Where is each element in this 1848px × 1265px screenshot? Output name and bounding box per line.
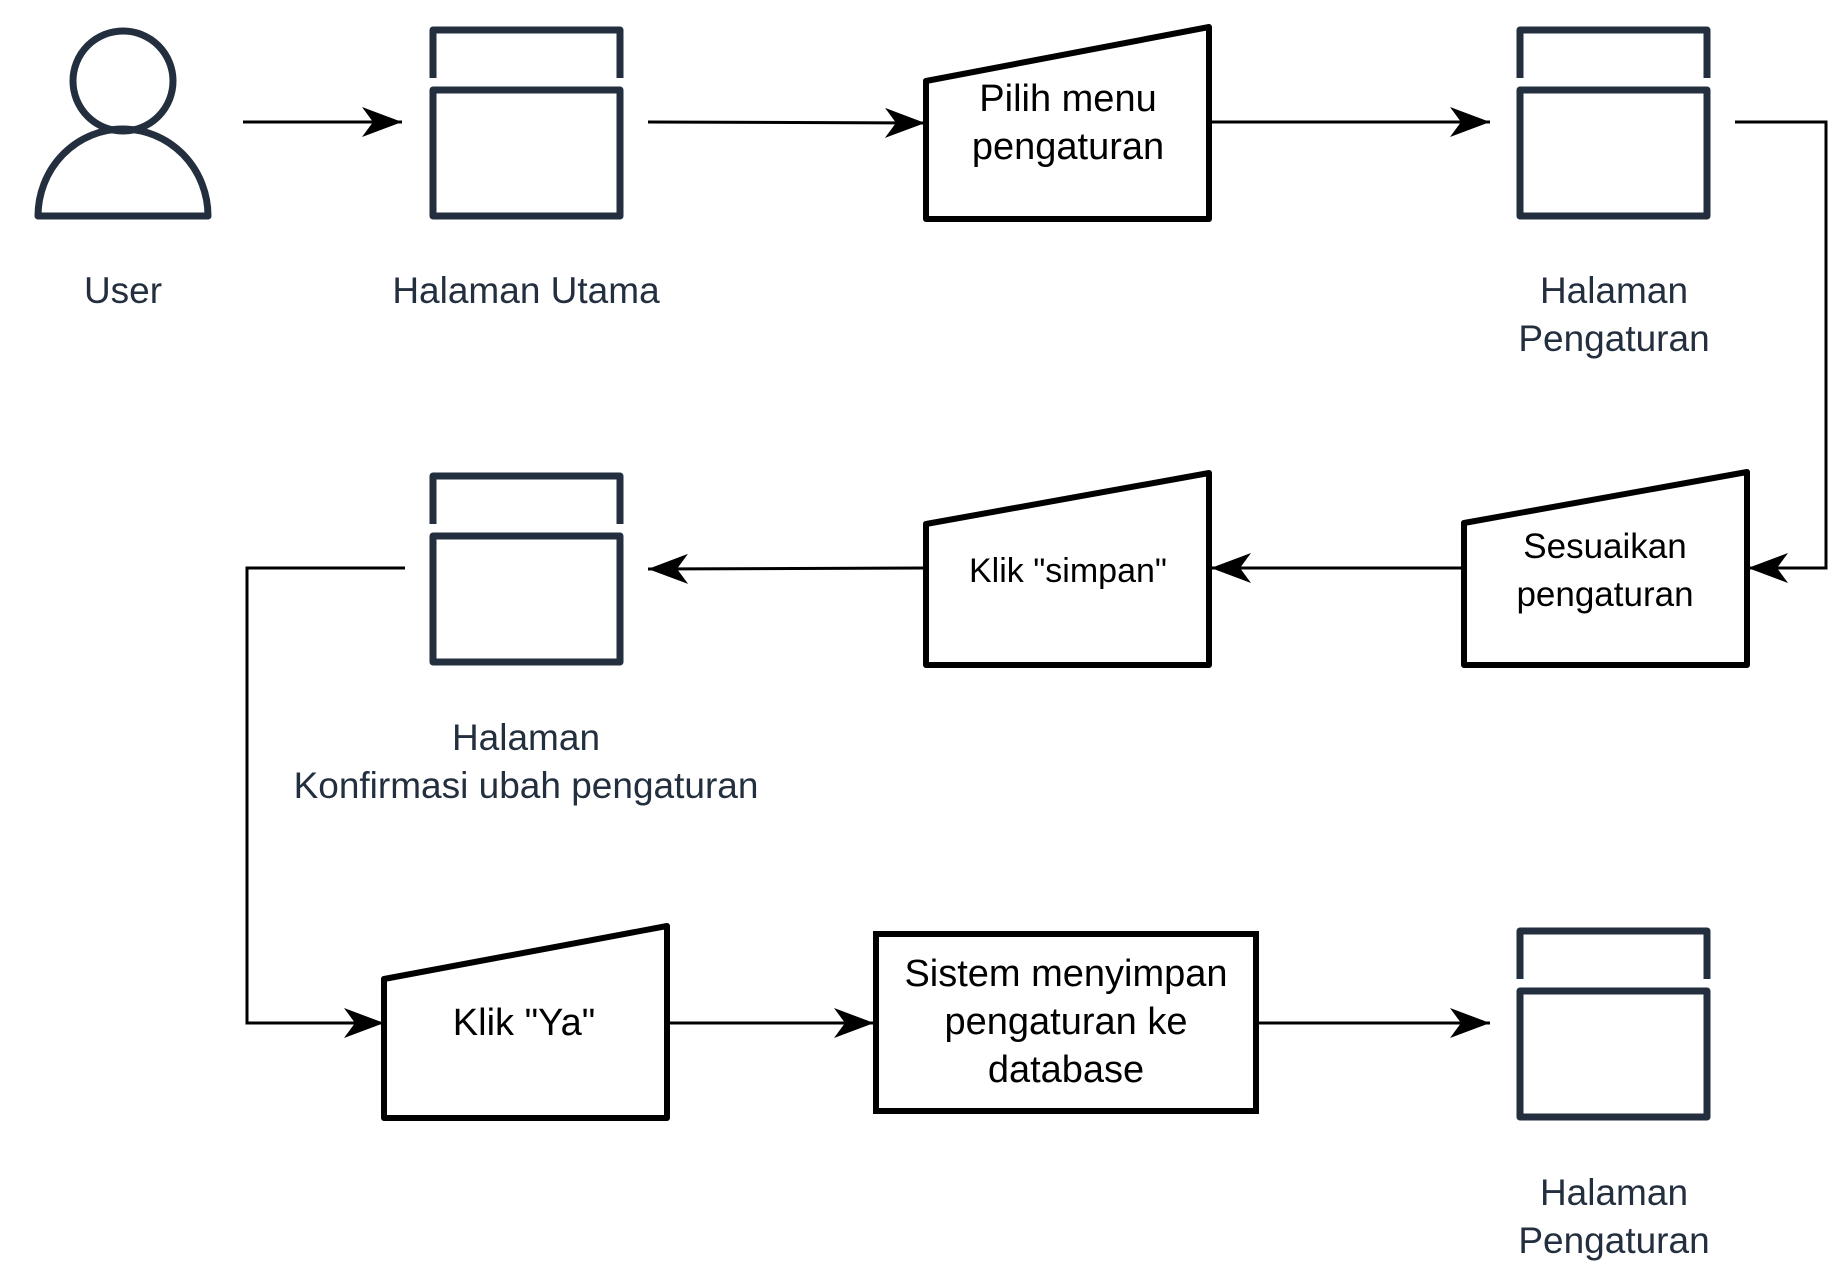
step-sistem-menyimpan-text: Sistem menyimpan pengaturan ke database: [904, 953, 1228, 1091]
browser-window-icon: [1516, 927, 1711, 1121]
browser-window-icon: [1516, 26, 1711, 220]
step-klik-ya-text: Klik "Ya": [452, 1002, 596, 1044]
connector-klik-simpan-to-halaman-konfirmasi: [647, 553, 926, 584]
label-user: User: [83, 270, 163, 311]
manual-input-shape-klik-ya: [381, 923, 670, 1121]
user-icon: [34, 27, 212, 220]
step-pilih-menu-text: Pilih menu pengaturan: [971, 78, 1165, 168]
manual-input-shape-sesuaikan: [1461, 469, 1750, 668]
label-halaman-konfirmasi: Halaman Konfirmasi ubah pengaturan: [293, 717, 759, 806]
manual-input-shape-pilih-menu: [923, 24, 1212, 222]
browser-window-icon: [429, 26, 624, 220]
connector-halaman-konfirmasi-to-klik-ya: [245, 566, 405, 1038]
connector-halaman-utama-to-pilih-menu: [647, 107, 926, 138]
connector-halaman-pengaturan-to-sesuaikan: [1735, 120, 1828, 583]
label-halaman-pengaturan-final: Halaman Pengaturan: [1518, 1172, 1710, 1261]
label-halaman-utama: Halaman Utama: [392, 270, 660, 311]
process-box-sistem-menyimpan: [873, 931, 1259, 1114]
step-klik-simpan-text: Klik "simpan": [969, 552, 1167, 590]
step-sesuaikan-text: Sesuaikan pengaturan: [1516, 527, 1694, 614]
label-halaman-pengaturan: Halaman Pengaturan: [1518, 270, 1710, 359]
browser-window-icon: [429, 472, 624, 666]
manual-input-shape-klik-simpan: [923, 470, 1212, 668]
